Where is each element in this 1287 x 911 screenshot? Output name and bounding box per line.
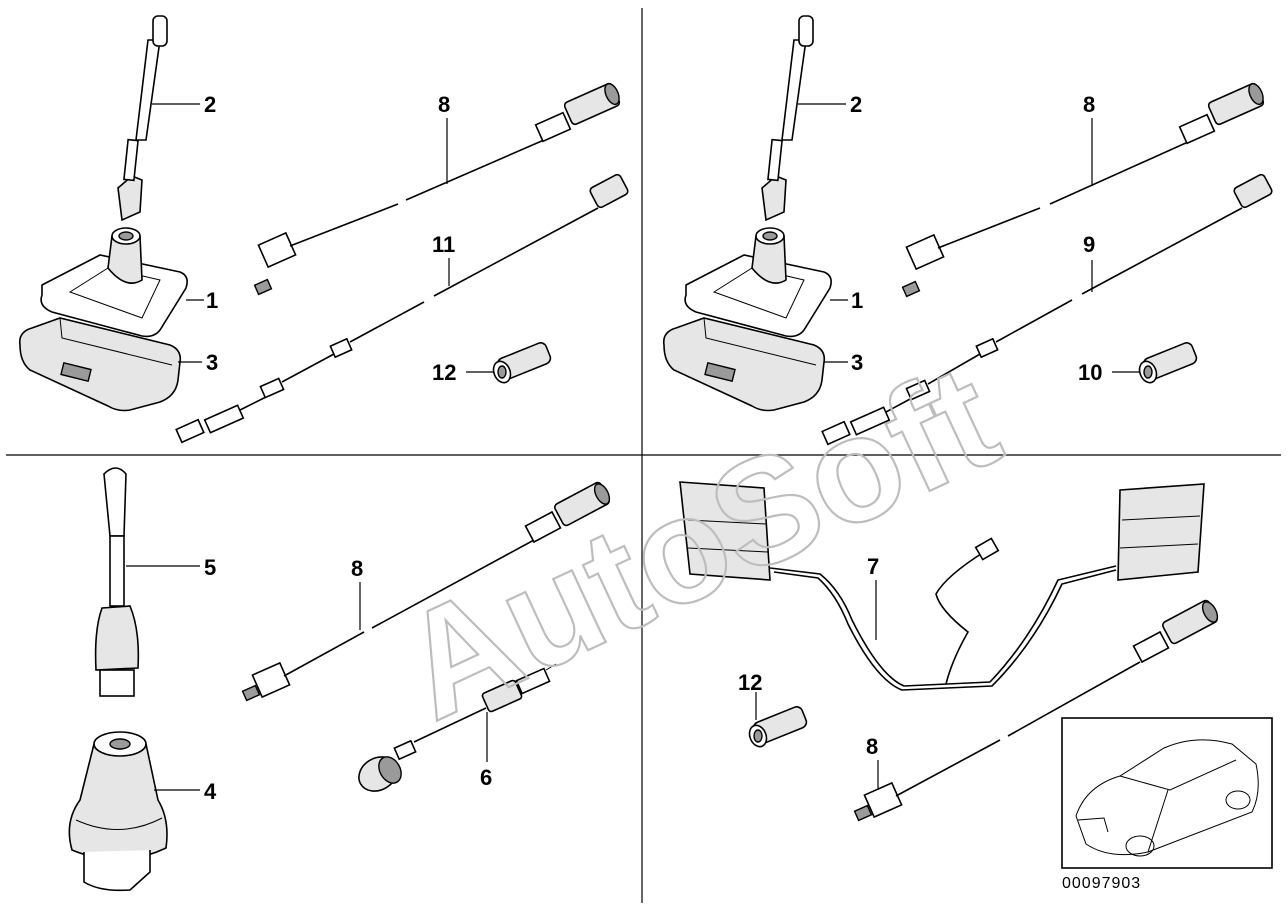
antenna-cable-8-bl bbox=[241, 481, 611, 702]
adapter-10 bbox=[1138, 342, 1198, 384]
callout-tl-3: 3 bbox=[206, 350, 218, 375]
callout-bl-8: 8 bbox=[351, 556, 363, 581]
callout-bl-5: 5 bbox=[204, 555, 216, 580]
callout-tl-11: 11 bbox=[432, 232, 455, 257]
antenna-cable-11 bbox=[175, 173, 629, 444]
callout-tl-12: 12 bbox=[432, 360, 456, 385]
callout-tr-8: 8 bbox=[1083, 92, 1095, 117]
roof-antenna-assembly-left bbox=[18, 15, 188, 412]
antenna-cable-6 bbox=[358, 663, 557, 792]
document-number: 00097903 bbox=[1062, 875, 1141, 892]
callout-br-8: 8 bbox=[866, 734, 878, 759]
callout-bl-4: 4 bbox=[204, 779, 217, 804]
callout-bl-6: 6 bbox=[480, 765, 492, 790]
callout-br-12: 12 bbox=[738, 670, 762, 695]
callout-tr-9: 9 bbox=[1083, 232, 1095, 257]
callout-tl-2: 2 bbox=[204, 92, 216, 117]
antenna-cable-8-tr bbox=[901, 82, 1265, 298]
callout-tr-3: 3 bbox=[851, 350, 863, 375]
window-antenna-harness-7 bbox=[679, 481, 1205, 691]
antenna-cable-8-tl bbox=[253, 82, 621, 296]
vehicle-inset bbox=[1061, 717, 1273, 869]
rod-antenna-5 bbox=[94, 467, 140, 697]
roof-antenna-assembly-right bbox=[662, 15, 832, 412]
antenna-cable-9 bbox=[821, 173, 1273, 446]
callout-tr-10: 10 bbox=[1078, 360, 1102, 385]
callout-tr-1: 1 bbox=[851, 288, 863, 313]
antenna-base-4 bbox=[68, 731, 168, 892]
callout-tr-2: 2 bbox=[850, 92, 862, 117]
callout-tl-8: 8 bbox=[438, 92, 450, 117]
antenna-cable-8-br bbox=[853, 599, 1219, 822]
callout-tl-1: 1 bbox=[206, 288, 218, 313]
callout-br-7: 7 bbox=[867, 554, 879, 579]
adapter-12-br bbox=[748, 706, 808, 748]
adapter-12-tl bbox=[492, 342, 552, 384]
